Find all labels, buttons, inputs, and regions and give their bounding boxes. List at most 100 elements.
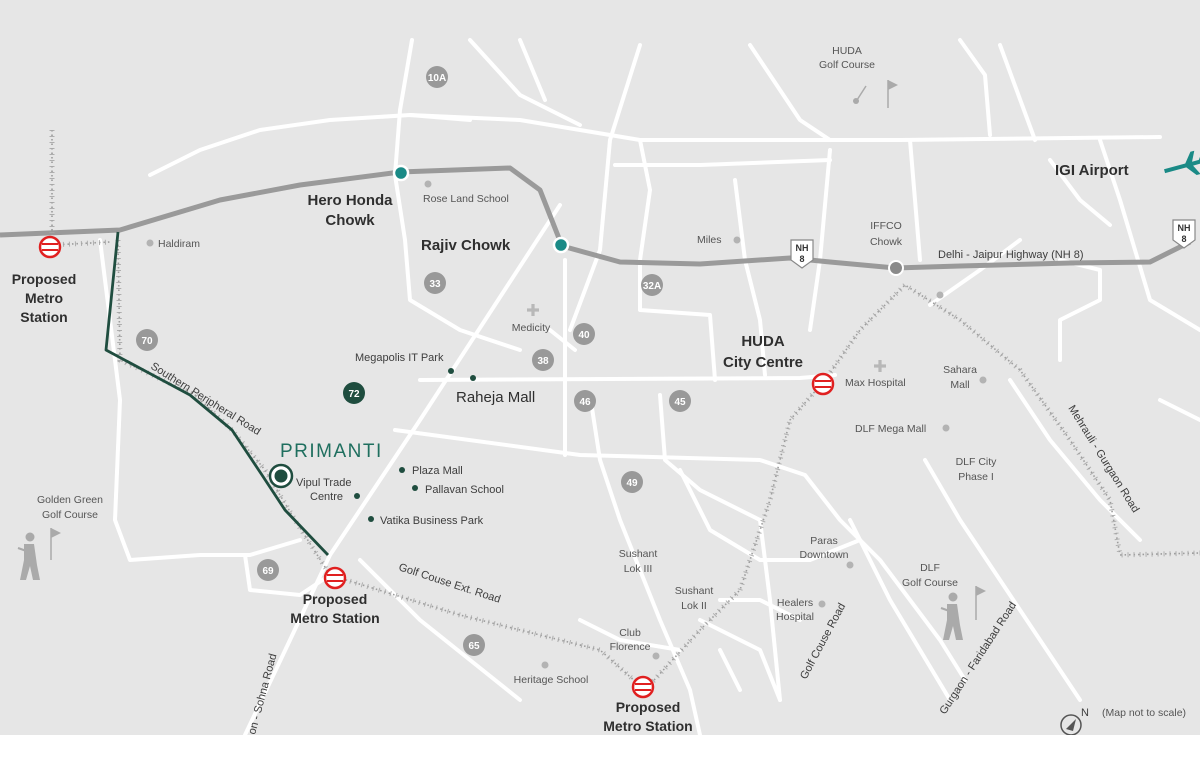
- sector-badge: 32A: [641, 274, 663, 296]
- dlf-golfer-icon: [940, 586, 986, 640]
- metro-station-label: Proposed: [616, 699, 681, 715]
- sector-badge: 65: [463, 634, 485, 656]
- landmark-label: Chowk: [870, 236, 903, 248]
- landmark-label: Plaza Mall: [412, 465, 463, 477]
- metro-corridors: [51, 130, 1200, 691]
- sector-badge: 69: [257, 559, 279, 581]
- svg-text:38: 38: [537, 356, 549, 367]
- igi-airport-label: IGI Airport: [1055, 162, 1129, 179]
- raheja-mall-label: Raheja Mall: [456, 389, 535, 406]
- landmark-label: Phase I: [958, 471, 994, 483]
- svg-text:32A: 32A: [643, 281, 661, 292]
- landmark-label: DLF Mega Mall: [855, 423, 926, 435]
- landmark-label: DLF: [920, 562, 940, 574]
- landmark-label: Miles: [697, 234, 722, 246]
- north-arrow-icon: [1060, 714, 1082, 735]
- sector-badge: 45: [669, 390, 691, 412]
- map-scale-note: (Map not to scale): [1102, 707, 1186, 719]
- medicity-hospital-icon: [527, 304, 539, 316]
- golf-course-ext-road-label: Golf Couse Ext. Road: [397, 561, 502, 605]
- sector-badge: 46: [574, 390, 596, 412]
- svg-text:49: 49: [626, 478, 638, 489]
- nh8-shield: NH 8: [1172, 219, 1196, 249]
- local-roads: [98, 38, 1200, 735]
- key-landmark-dots: [354, 368, 476, 522]
- sector-badge: 49: [621, 471, 643, 493]
- svg-text:33: 33: [429, 279, 441, 290]
- hero-honda-chowk-label: Chowk: [325, 212, 375, 229]
- huda-city-centre-label: HUDA: [741, 333, 784, 350]
- svg-text:10A: 10A: [428, 73, 446, 84]
- sector-badge: 33: [424, 272, 446, 294]
- sector-badges: 10A 33 32A 40 38 46 45 70 72 49 69 65: [136, 66, 691, 656]
- location-map: 10A 33 32A 40 38 46 45 70 72 49 69 65 NH…: [0, 0, 1200, 735]
- landmark-label: Golden Green: [37, 494, 103, 506]
- rajiv-chowk-junction-marker: [552, 236, 570, 254]
- metro-station-label: Proposed: [12, 271, 77, 287]
- landmark-label: Heritage School: [514, 674, 589, 686]
- landmark-label: DLF City: [956, 456, 998, 468]
- landmark-label: Sahara: [943, 364, 977, 376]
- sector-badge: 38: [532, 349, 554, 371]
- landmark-label: Centre: [310, 491, 343, 503]
- landmark-label: Lok II: [681, 600, 707, 612]
- svg-text:NH: NH: [1178, 223, 1191, 233]
- svg-text:8: 8: [799, 254, 804, 264]
- landmark-label: Sushant: [675, 585, 714, 597]
- max-hospital-icon: [874, 360, 886, 372]
- landmark-label: Golf Course: [902, 577, 958, 589]
- landmark-label: Hospital: [776, 611, 814, 623]
- airplane-icon: [1164, 150, 1200, 175]
- metro-station-icon: [631, 675, 655, 699]
- delhi-jaipur-highway-label: Delhi - Jaipur Highway (NH 8): [938, 249, 1084, 261]
- hero-honda-chowk-label: Hero Honda: [307, 192, 393, 209]
- project-name: PRIMANTI: [280, 441, 383, 462]
- svg-text:40: 40: [578, 330, 590, 341]
- landmark-label: Golf Course: [819, 59, 875, 71]
- sector-badge: 10A: [426, 66, 448, 88]
- iffco-chowk-junction-marker: [888, 260, 904, 276]
- landmark-label: Vipul Trade: [296, 477, 351, 489]
- huda-golf-icon: [853, 80, 898, 108]
- landmark-label: Rose Land School: [423, 193, 509, 205]
- landmark-label: Haldiram: [158, 238, 200, 250]
- svg-text:8: 8: [1181, 234, 1186, 244]
- sector-badge: 40: [573, 323, 595, 345]
- southern-peripheral-corridor: [104, 231, 330, 556]
- landmark-dots: [146, 180, 987, 669]
- metro-station-label: Metro: [25, 290, 63, 306]
- landmark-label: IFFCO: [870, 220, 902, 232]
- golden-green-golfer-icon: [17, 528, 61, 580]
- southern-peripheral-road-label: Southern Peripheral Road: [148, 360, 262, 438]
- metro-station-icon: [38, 235, 62, 259]
- svg-text:72: 72: [348, 389, 360, 400]
- landmark-label: Megapolis IT Park: [355, 352, 444, 364]
- map-canvas: 10A 33 32A 40 38 46 45 70 72 49 69 65 NH…: [0, 38, 1200, 735]
- landmark-labels: HUDA Golf Course Rose Land School Haldir…: [37, 45, 997, 686]
- landmark-label: Sushant: [619, 548, 658, 560]
- svg-text:65: 65: [468, 641, 480, 652]
- north-label: N: [1081, 707, 1089, 719]
- mehrauli-gurgaon-road-label: Mehrauli - Gurgaon Road: [1065, 403, 1141, 515]
- delhi-jaipur-highway: [0, 165, 1192, 271]
- landmark-label: Paras: [810, 535, 837, 547]
- metro-station-icon: [811, 372, 835, 396]
- huda-city-centre-label: City Centre: [723, 354, 803, 371]
- landmark-label: Healers: [777, 597, 813, 609]
- sohna-road-label: on - Sohna Road: [246, 652, 279, 735]
- landmark-label: Golf Course: [42, 509, 98, 521]
- landmark-label: Max Hospital: [845, 377, 906, 389]
- landmark-label: Florence: [610, 641, 651, 653]
- svg-text:45: 45: [674, 397, 686, 408]
- landmark-label: Pallavan School: [425, 484, 504, 496]
- hero-honda-junction-marker: [392, 164, 410, 182]
- metro-station-label: Metro Station: [290, 610, 379, 626]
- svg-text:NH: NH: [796, 243, 809, 253]
- sector-badge: 72: [343, 382, 365, 404]
- sector-badge: 70: [136, 329, 158, 351]
- landmark-label: Mall: [950, 379, 969, 391]
- landmark-label: Lok III: [624, 563, 653, 575]
- svg-text:69: 69: [262, 566, 274, 577]
- landmark-label: Club: [619, 627, 641, 639]
- nh8-shield: NH 8: [790, 239, 814, 269]
